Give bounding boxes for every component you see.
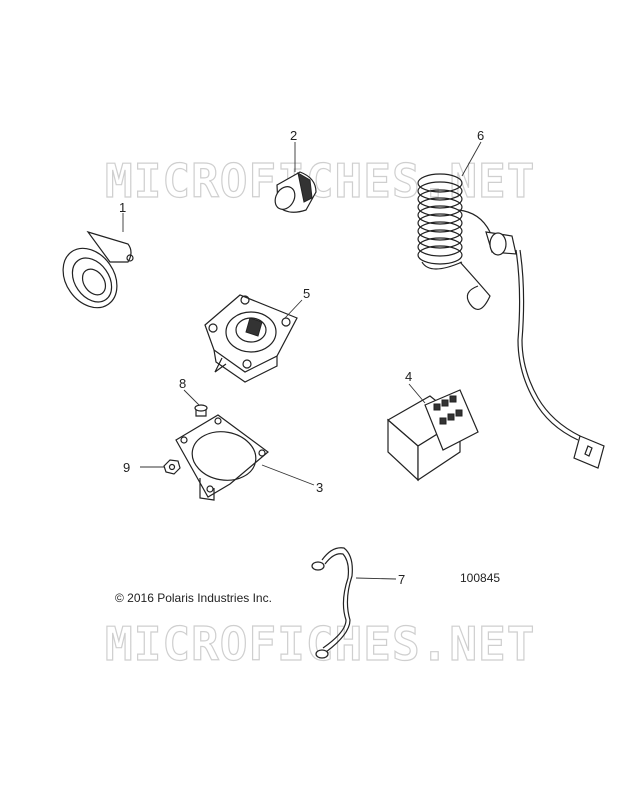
callout-2[interactable]: 2 bbox=[290, 128, 297, 143]
leader-3 bbox=[261, 464, 315, 486]
part-4-module[interactable] bbox=[386, 389, 479, 482]
callout-9[interactable]: 9 bbox=[123, 460, 130, 475]
copyright-notice: © 2016 Polaris Industries Inc. bbox=[115, 591, 272, 605]
part-2-bushing[interactable] bbox=[271, 171, 317, 213]
part-1-horn[interactable] bbox=[52, 230, 134, 318]
leader-5 bbox=[284, 299, 303, 319]
part-7-cable[interactable] bbox=[311, 547, 353, 659]
leader-6 bbox=[461, 141, 482, 177]
leader-8 bbox=[183, 389, 200, 406]
part-5-switch[interactable] bbox=[204, 294, 298, 383]
callout-3[interactable]: 3 bbox=[316, 480, 323, 495]
part-9-nut[interactable] bbox=[163, 459, 181, 475]
callout-6[interactable]: 6 bbox=[477, 128, 484, 143]
part-3-gasket[interactable] bbox=[175, 414, 269, 501]
watermark-top: MICROFICHES.NET bbox=[105, 154, 535, 208]
callout-8[interactable]: 8 bbox=[179, 376, 186, 391]
callout-5[interactable]: 5 bbox=[303, 286, 310, 301]
watermark-bottom: MICROFICHES.NET bbox=[105, 617, 535, 671]
figure-number: 100845 bbox=[460, 571, 500, 585]
leader-4 bbox=[408, 383, 426, 404]
part-6-coil-cable[interactable] bbox=[417, 173, 605, 469]
callout-4[interactable]: 4 bbox=[405, 369, 412, 384]
callout-7[interactable]: 7 bbox=[398, 572, 405, 587]
part-8-screw[interactable] bbox=[194, 404, 208, 417]
callout-1[interactable]: 1 bbox=[119, 200, 126, 215]
leader-7 bbox=[355, 577, 397, 580]
